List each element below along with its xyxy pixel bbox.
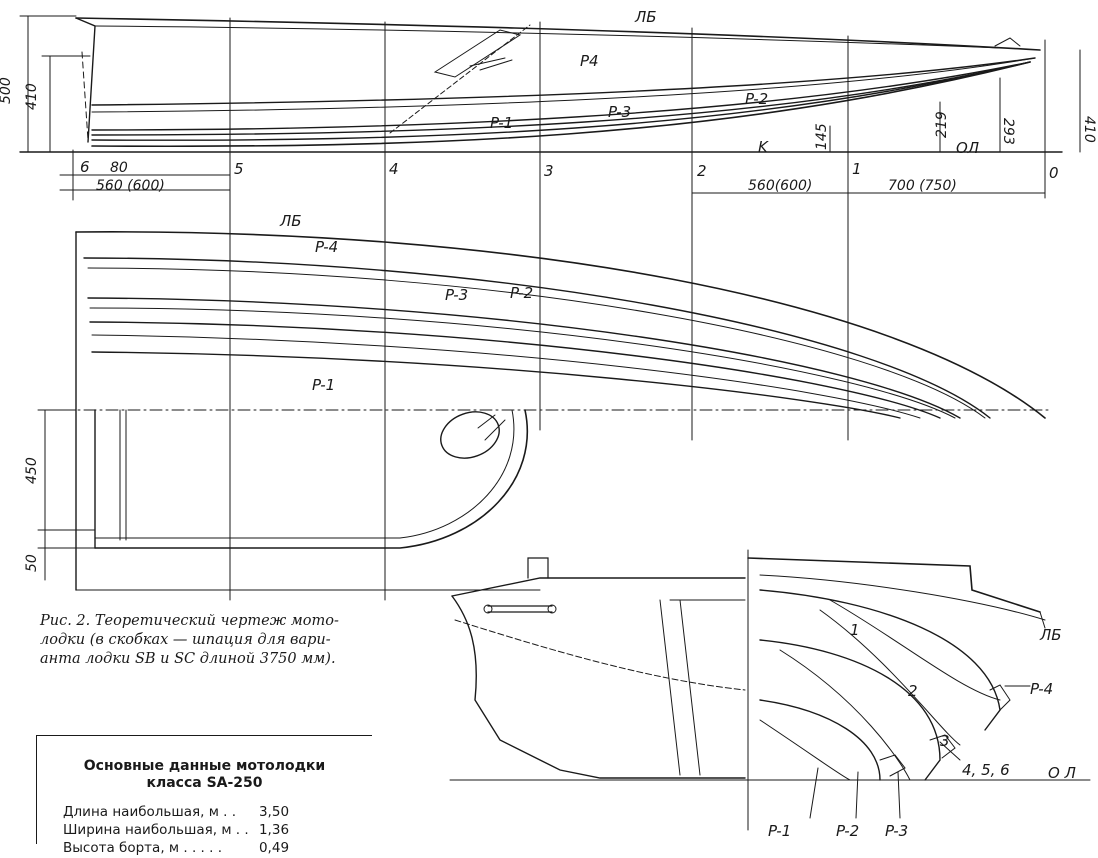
- profile-labels: 6 5 4 3 2 1 0 ЛБ P4 P-3 P-2 P-1 K ОЛ 500…: [0, 8, 1097, 194]
- body-label-p4: P-4: [1030, 680, 1053, 698]
- profile-label-k: K: [758, 138, 769, 156]
- section-2: [759, 639, 941, 781]
- profile-label-p4: P4: [580, 52, 599, 70]
- body-label-ol: О Л: [1048, 764, 1076, 782]
- profile-stations: [72, 17, 1046, 601]
- dim-560-left: 560 (600): [96, 178, 165, 194]
- profile-transom: [75, 17, 96, 143]
- dim-410-left: 410: [24, 83, 40, 110]
- specs-title-line-2: класса SA-250: [146, 775, 263, 791]
- plan-line-p2: [89, 321, 941, 419]
- stern-handle: [487, 605, 553, 613]
- specs-row-label: Высота борта, м . . . . .: [63, 840, 227, 856]
- dim-410-right: 410: [1081, 116, 1097, 143]
- caption-line-2: лодки (в скобках — шпация для вари-: [40, 632, 331, 648]
- section-label-1: 1: [850, 621, 860, 639]
- plan-view: [37, 231, 1051, 591]
- dim-450: 450: [24, 457, 40, 484]
- stern-outline: [451, 595, 746, 779]
- plan-line-p4: [83, 257, 991, 419]
- dim-80: 80: [110, 160, 128, 176]
- profile-line-p2: [91, 61, 1031, 136]
- station-label-4: 4: [389, 160, 399, 178]
- section-1: [759, 589, 1001, 731]
- specs-row-value: 0,49: [258, 840, 290, 856]
- body-label-lb: ЛБ: [1039, 626, 1062, 644]
- dim-560-right: 560(600): [748, 178, 812, 194]
- plan-label-p2: P-2: [510, 284, 533, 302]
- plan-label-p3: P-3: [445, 286, 468, 304]
- plan-cockpit: [94, 409, 529, 549]
- profile-view: [19, 15, 1081, 601]
- plan-line-p3: [87, 297, 961, 419]
- figure-caption: Рис. 2. Теоретический чертеж мото- лодки…: [40, 612, 400, 669]
- body-plan-view: [449, 549, 1091, 831]
- plan-labels: ЛБ P-4 P-3 P-2 P-1 450 50: [24, 212, 533, 572]
- plan-label-lb: ЛБ: [279, 212, 302, 230]
- station-label-5: 5: [234, 160, 244, 178]
- dim-500: 500: [0, 77, 14, 104]
- station-label-1: 1: [852, 160, 862, 178]
- dim-145: 145: [814, 123, 830, 150]
- profile-left-dims: [19, 15, 231, 191]
- profile-label-lb: ЛБ: [634, 8, 657, 26]
- body-label-p1: P-1: [768, 822, 791, 840]
- body-plan-labels: 1 2 3 4, 5, 6 ЛБ P-4 P-1 P-2 P-3 О Л: [768, 621, 1076, 840]
- dim-219: 219: [934, 111, 950, 138]
- plan-left-dims: [37, 409, 96, 581]
- dim-700: 700 (750): [888, 178, 957, 194]
- plan-sheer-lb: [75, 231, 1046, 419]
- station-label-2: 2: [697, 162, 707, 180]
- section-label-3: 3: [940, 732, 950, 750]
- profile-line-p1: [91, 61, 1031, 141]
- specs-row-value: 3,50: [258, 804, 290, 820]
- specs-row: Высота борта, м . . . . . 0,49: [63, 840, 289, 858]
- stern-cleat: [527, 557, 549, 579]
- station-label-3: 3: [544, 162, 554, 180]
- profile-right-dims: [691, 49, 1081, 194]
- plan-label-p1: P-1: [312, 376, 335, 394]
- station-label-6: 6: [80, 158, 90, 176]
- dim-50: 50: [24, 554, 40, 572]
- specs-row: Ширина наибольшая, м . . 1,36: [63, 822, 289, 840]
- profile-label-ol: ОЛ: [956, 139, 979, 157]
- specs-row-label: Длина наибольшая, м . .: [63, 804, 241, 820]
- profile-sheer-lb: [75, 17, 1041, 51]
- section-label-456: 4, 5, 6: [962, 761, 1010, 779]
- specs-title: Основные данные мотолодки класса SA-250: [37, 758, 372, 792]
- bow-sheer: [747, 557, 1041, 613]
- profile-label-p2: P-2: [745, 90, 768, 108]
- station-label-0: 0: [1049, 164, 1059, 182]
- plan-label-p4: P-4: [315, 238, 338, 256]
- profile-label-p1: P-1: [490, 114, 513, 132]
- specs-row: Длина наибольшая, м . . 3,50: [63, 804, 289, 822]
- section-3: [759, 699, 881, 781]
- steering-wheel: [440, 411, 500, 459]
- specs-box: Основные данные мотолодки класса SA-250 …: [36, 735, 372, 856]
- specs-title-line-1: Основные данные мотолодки: [83, 758, 326, 774]
- specs-table: Длина наибольшая, м . . 3,50 Ширина наиб…: [63, 804, 289, 858]
- profile-label-p3: P-3: [608, 103, 631, 121]
- body-label-p2: P-2: [836, 822, 859, 840]
- section-label-2: 2: [908, 682, 918, 700]
- profile-keel-k: [91, 61, 1031, 148]
- profile-line-p3: [91, 61, 1031, 131]
- caption-line-3: анта лодки SB и SC длиной 3750 мм).: [40, 651, 336, 667]
- dim-293: 293: [1000, 118, 1016, 145]
- plan-line-p1: [91, 351, 901, 419]
- specs-row-label: Ширина наибольшая, м . .: [63, 822, 253, 838]
- profile-line-p4: [91, 57, 1036, 106]
- caption-line-1: Рис. 2. Теоретический чертеж мото-: [40, 613, 339, 629]
- specs-row-value: 1,36: [258, 822, 290, 838]
- body-label-p3: P-3: [885, 822, 908, 840]
